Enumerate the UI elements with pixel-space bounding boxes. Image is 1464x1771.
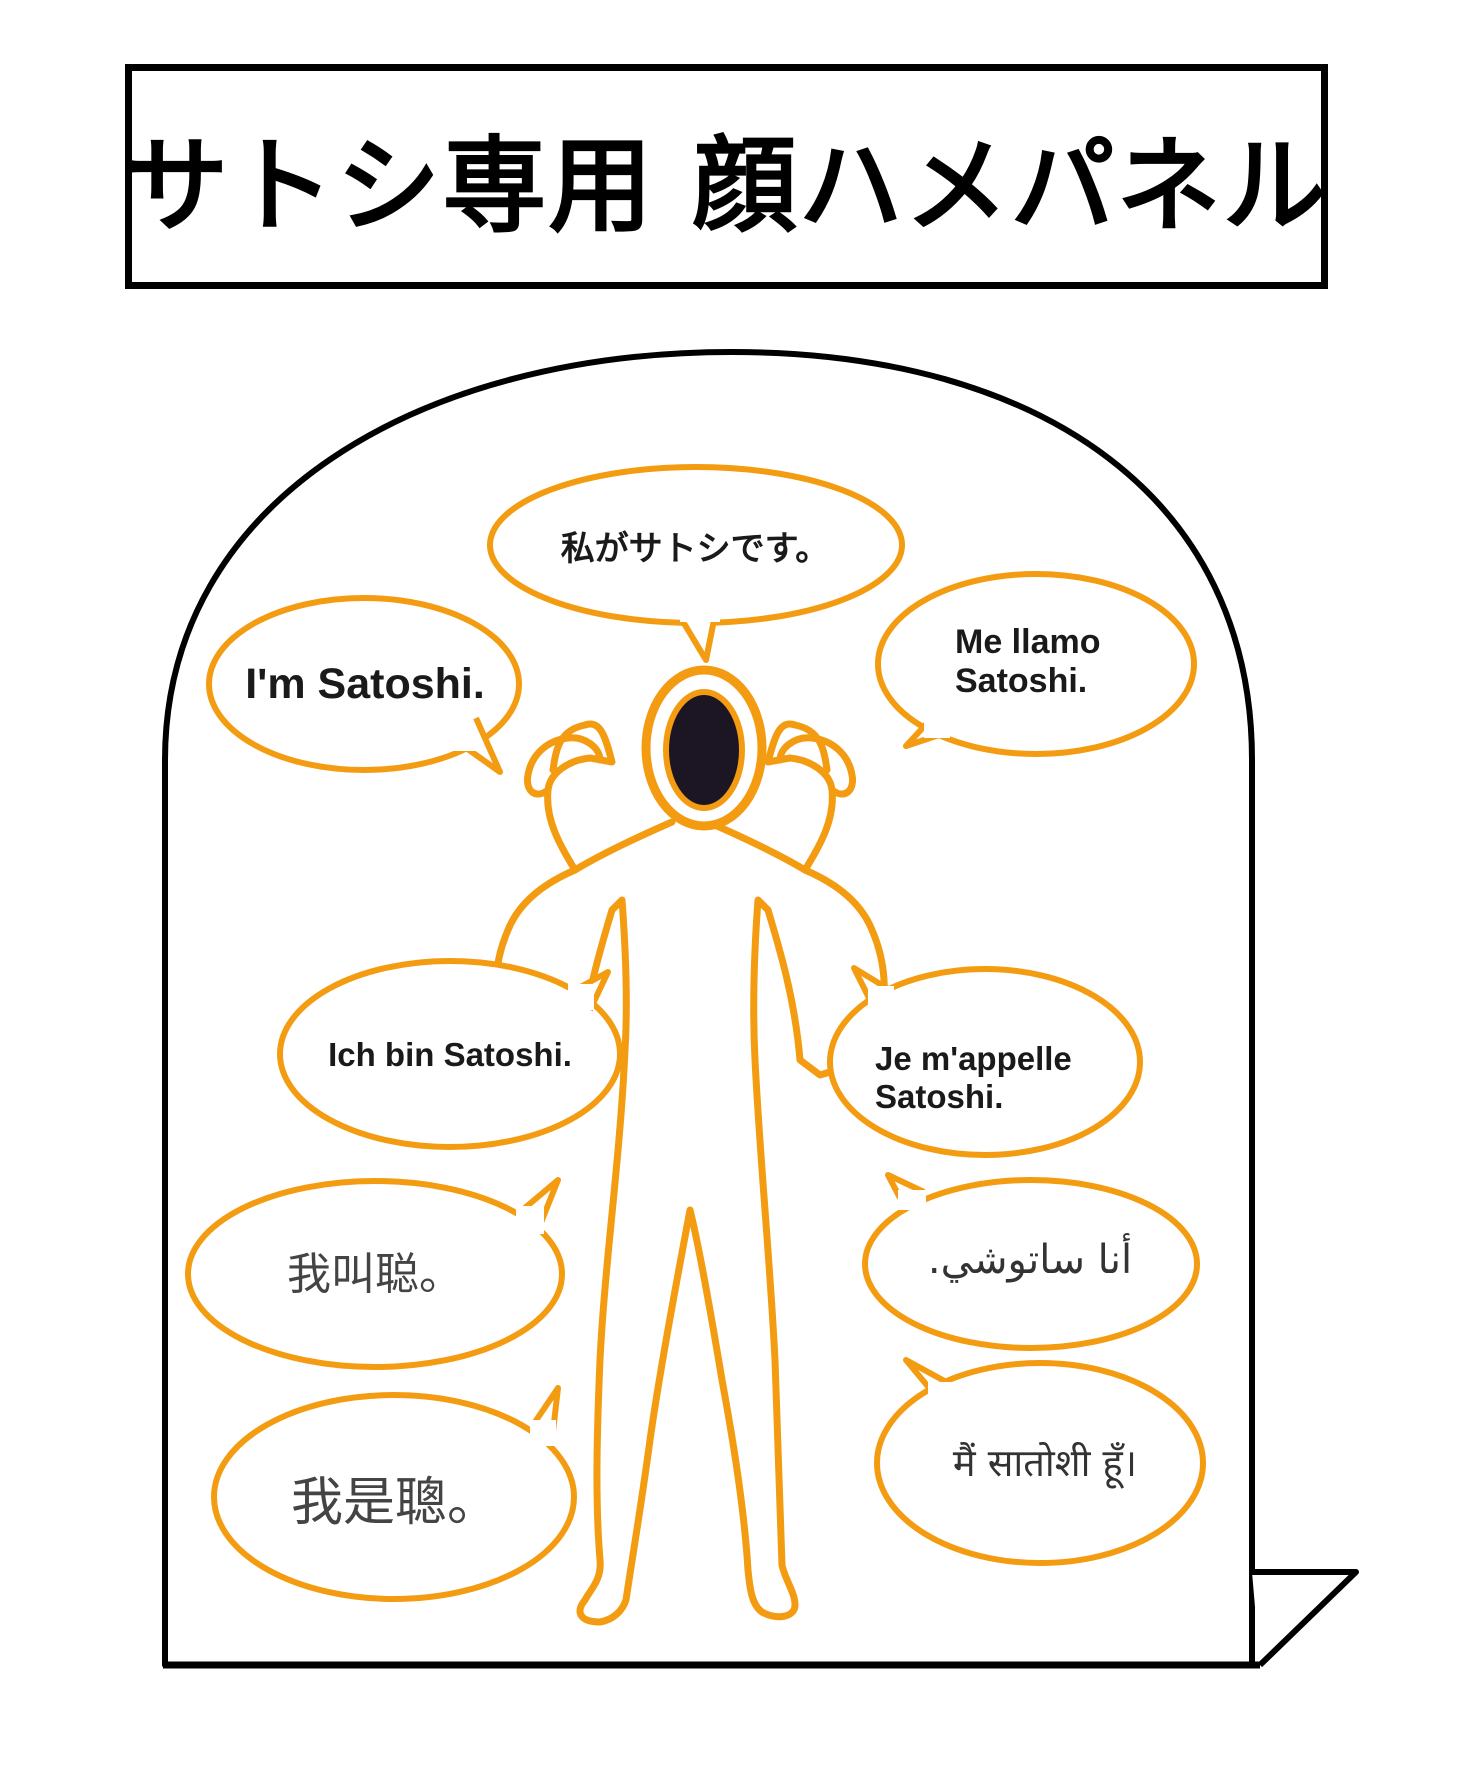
bubble-chinese-simplified: [185, 1177, 565, 1370]
bubble-japanese: [487, 464, 905, 663]
bubble-text-hindi: मैं सातोशी हूँ।: [952, 1441, 1138, 1485]
bubble-text-arabic: أنا ساتوشي.: [927, 1237, 1133, 1283]
bubble-chinese-traditional: [211, 1385, 577, 1602]
title-sign: サトシ専用 顔ハメパネル: [124, 64, 1329, 289]
bubble-french: [827, 965, 1143, 1158]
bubble-text-english: I'm Satoshi.: [245, 659, 485, 708]
bubble-english: [206, 595, 522, 775]
face-hole: [663, 689, 745, 811]
bubble-text-japanese: 私がサトシです。: [560, 528, 830, 569]
bubble-german: [277, 958, 623, 1150]
bubble-text-french: Je m'appelle Satoshi.: [875, 1040, 1072, 1115]
panel-title: サトシ専用 顔ハメパネル: [124, 125, 1329, 247]
bubble-text-german: Ich bin Satoshi.: [328, 1036, 572, 1073]
bubble-text-chinese-simplified: 我叫聪。: [287, 1249, 463, 1300]
bubble-hindi: [874, 1357, 1206, 1566]
bubble-spanish: [875, 571, 1197, 757]
panel-stand: [1252, 1569, 1359, 1668]
bubble-text-chinese-traditional: 我是聰。: [290, 1472, 499, 1533]
figure-silhouette: [492, 720, 888, 1626]
bubble-text-spanish: Me llamo Satoshi.: [955, 623, 1101, 700]
bubble-arabic: [862, 1172, 1200, 1351]
speech-bubbles: [185, 464, 1206, 1602]
